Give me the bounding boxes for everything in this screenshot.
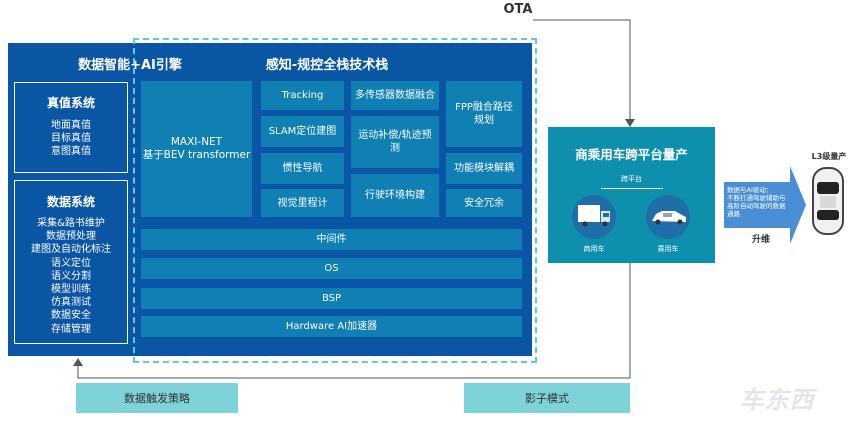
tech-stack-title: 感知-规控全栈技术栈 bbox=[265, 57, 389, 73]
l3-car-illustration bbox=[812, 167, 844, 235]
l3-production-label: L3级量产 bbox=[811, 151, 847, 161]
data-item: 语义定位 bbox=[51, 257, 91, 269]
data-item: 数据预处理 bbox=[46, 231, 96, 243]
data-item: 语义分割 bbox=[51, 270, 91, 282]
tech-stack-dashed-border bbox=[133, 38, 537, 363]
truth-item: 目标真值 bbox=[51, 133, 91, 145]
feedback-loop-line bbox=[77, 263, 631, 379]
data-intelligence-title: 数据智能+AI引擎 bbox=[78, 57, 182, 73]
upgrade-line: 通路 bbox=[727, 210, 740, 218]
cross-platform-divider bbox=[601, 188, 663, 189]
passenger-vehicle-label: 乘用车 bbox=[657, 245, 679, 253]
upgrade-label: 升维 bbox=[751, 234, 770, 245]
motion-compensation-tile: 运动补偿/轨迹预 测 bbox=[351, 116, 439, 168]
truth-item: 地面真值 bbox=[51, 120, 91, 131]
data-trigger-strategy-tag: 数据触发策略 bbox=[76, 383, 238, 413]
middleware-layer: 中间件 bbox=[141, 229, 522, 250]
slam-tile: SLAM定位建图 bbox=[261, 116, 344, 147]
truth-system-title: 真值系统 bbox=[46, 95, 95, 110]
feedback-arrowhead bbox=[73, 358, 83, 366]
maxi-net-tile: MAXI-NET 基于BEV transformer bbox=[141, 81, 252, 217]
env-build-tile: 行驶环境构建 bbox=[351, 174, 439, 217]
maxi-net-line: MAXI-NET bbox=[170, 136, 223, 148]
motion-line: 测 bbox=[390, 143, 400, 154]
motion-line: 运动补偿/轨迹预 bbox=[358, 130, 432, 141]
upgrade-description: 数据与AI驱动： 不断打通驾驶辅助与 高阶自动驾驶的数据 通路 bbox=[727, 186, 793, 224]
ota-label: OTA bbox=[503, 1, 533, 17]
passenger-vehicle-badge bbox=[646, 195, 690, 239]
upgrade-arrow bbox=[724, 166, 806, 244]
truth-system-box: 真值系统 地面真值 目标真值 意图真值 bbox=[14, 82, 128, 173]
data-item: 仿真测试 bbox=[51, 297, 91, 309]
upgrade-line: 高阶自动驾驶的数据 bbox=[727, 202, 786, 210]
data-item: 数据安全 bbox=[51, 310, 91, 322]
inertial-nav-tile: 惯性导航 bbox=[261, 153, 344, 184]
data-system-list: 采集&路书维护 数据预处理 建图及自动化标注 语义定位 语义分割 模型训练 仿真… bbox=[15, 217, 127, 336]
data-system-box: 数据系统 采集&路书维护 数据预处理 建图及自动化标注 语义定位 语义分割 模型… bbox=[14, 180, 128, 344]
bsp-layer: BSP bbox=[141, 288, 522, 309]
truth-system-list: 地面真值 目标真值 意图真值 bbox=[15, 119, 127, 159]
fpp-tile: FPP融合路径 规划 bbox=[446, 81, 522, 147]
data-item: 存储管理 bbox=[51, 323, 91, 335]
shadow-mode-tag: 影子模式 bbox=[464, 383, 630, 413]
truth-item: 意图真值 bbox=[51, 146, 91, 158]
function-decouple-tile: 功能模块解耦 bbox=[446, 153, 522, 184]
maxi-net-line: 基于BEV transformer bbox=[142, 149, 251, 161]
data-item: 采集&路书维护 bbox=[37, 218, 105, 229]
data-item: 建图及自动化标注 bbox=[31, 244, 111, 256]
upgrade-line: 数据与AI驱动： bbox=[727, 186, 773, 194]
commercial-vehicle-badge bbox=[572, 195, 616, 239]
visual-odometry-tile: 视觉里程计 bbox=[261, 189, 344, 217]
platform-box bbox=[548, 127, 715, 263]
sensor-fusion-tile: 多传感器数据融合 bbox=[351, 81, 439, 110]
hardware-ai-layer: Hardware AI加速器 bbox=[141, 316, 522, 337]
fpp-line: 规划 bbox=[474, 115, 494, 126]
fpp-line: FPP融合路径 bbox=[455, 102, 513, 113]
data-item: 模型训练 bbox=[51, 284, 91, 296]
safety-redundancy-tile: 安全冗余 bbox=[446, 189, 522, 217]
watermark: 车东西 bbox=[739, 385, 815, 414]
upgrade-line: 不断打通驾驶辅助与 bbox=[727, 194, 786, 202]
commercial-vehicle-label: 商用车 bbox=[583, 245, 605, 253]
os-layer: OS bbox=[141, 258, 522, 279]
tracking-tile: Tracking bbox=[261, 81, 344, 110]
cross-platform-label: 跨平台 bbox=[621, 175, 642, 183]
ota-connector-line bbox=[533, 19, 631, 121]
platform-title: 商乘用车跨平台量产 bbox=[575, 146, 688, 162]
ota-arrowhead bbox=[625, 119, 635, 127]
data-system-title: 数据系统 bbox=[46, 194, 95, 209]
